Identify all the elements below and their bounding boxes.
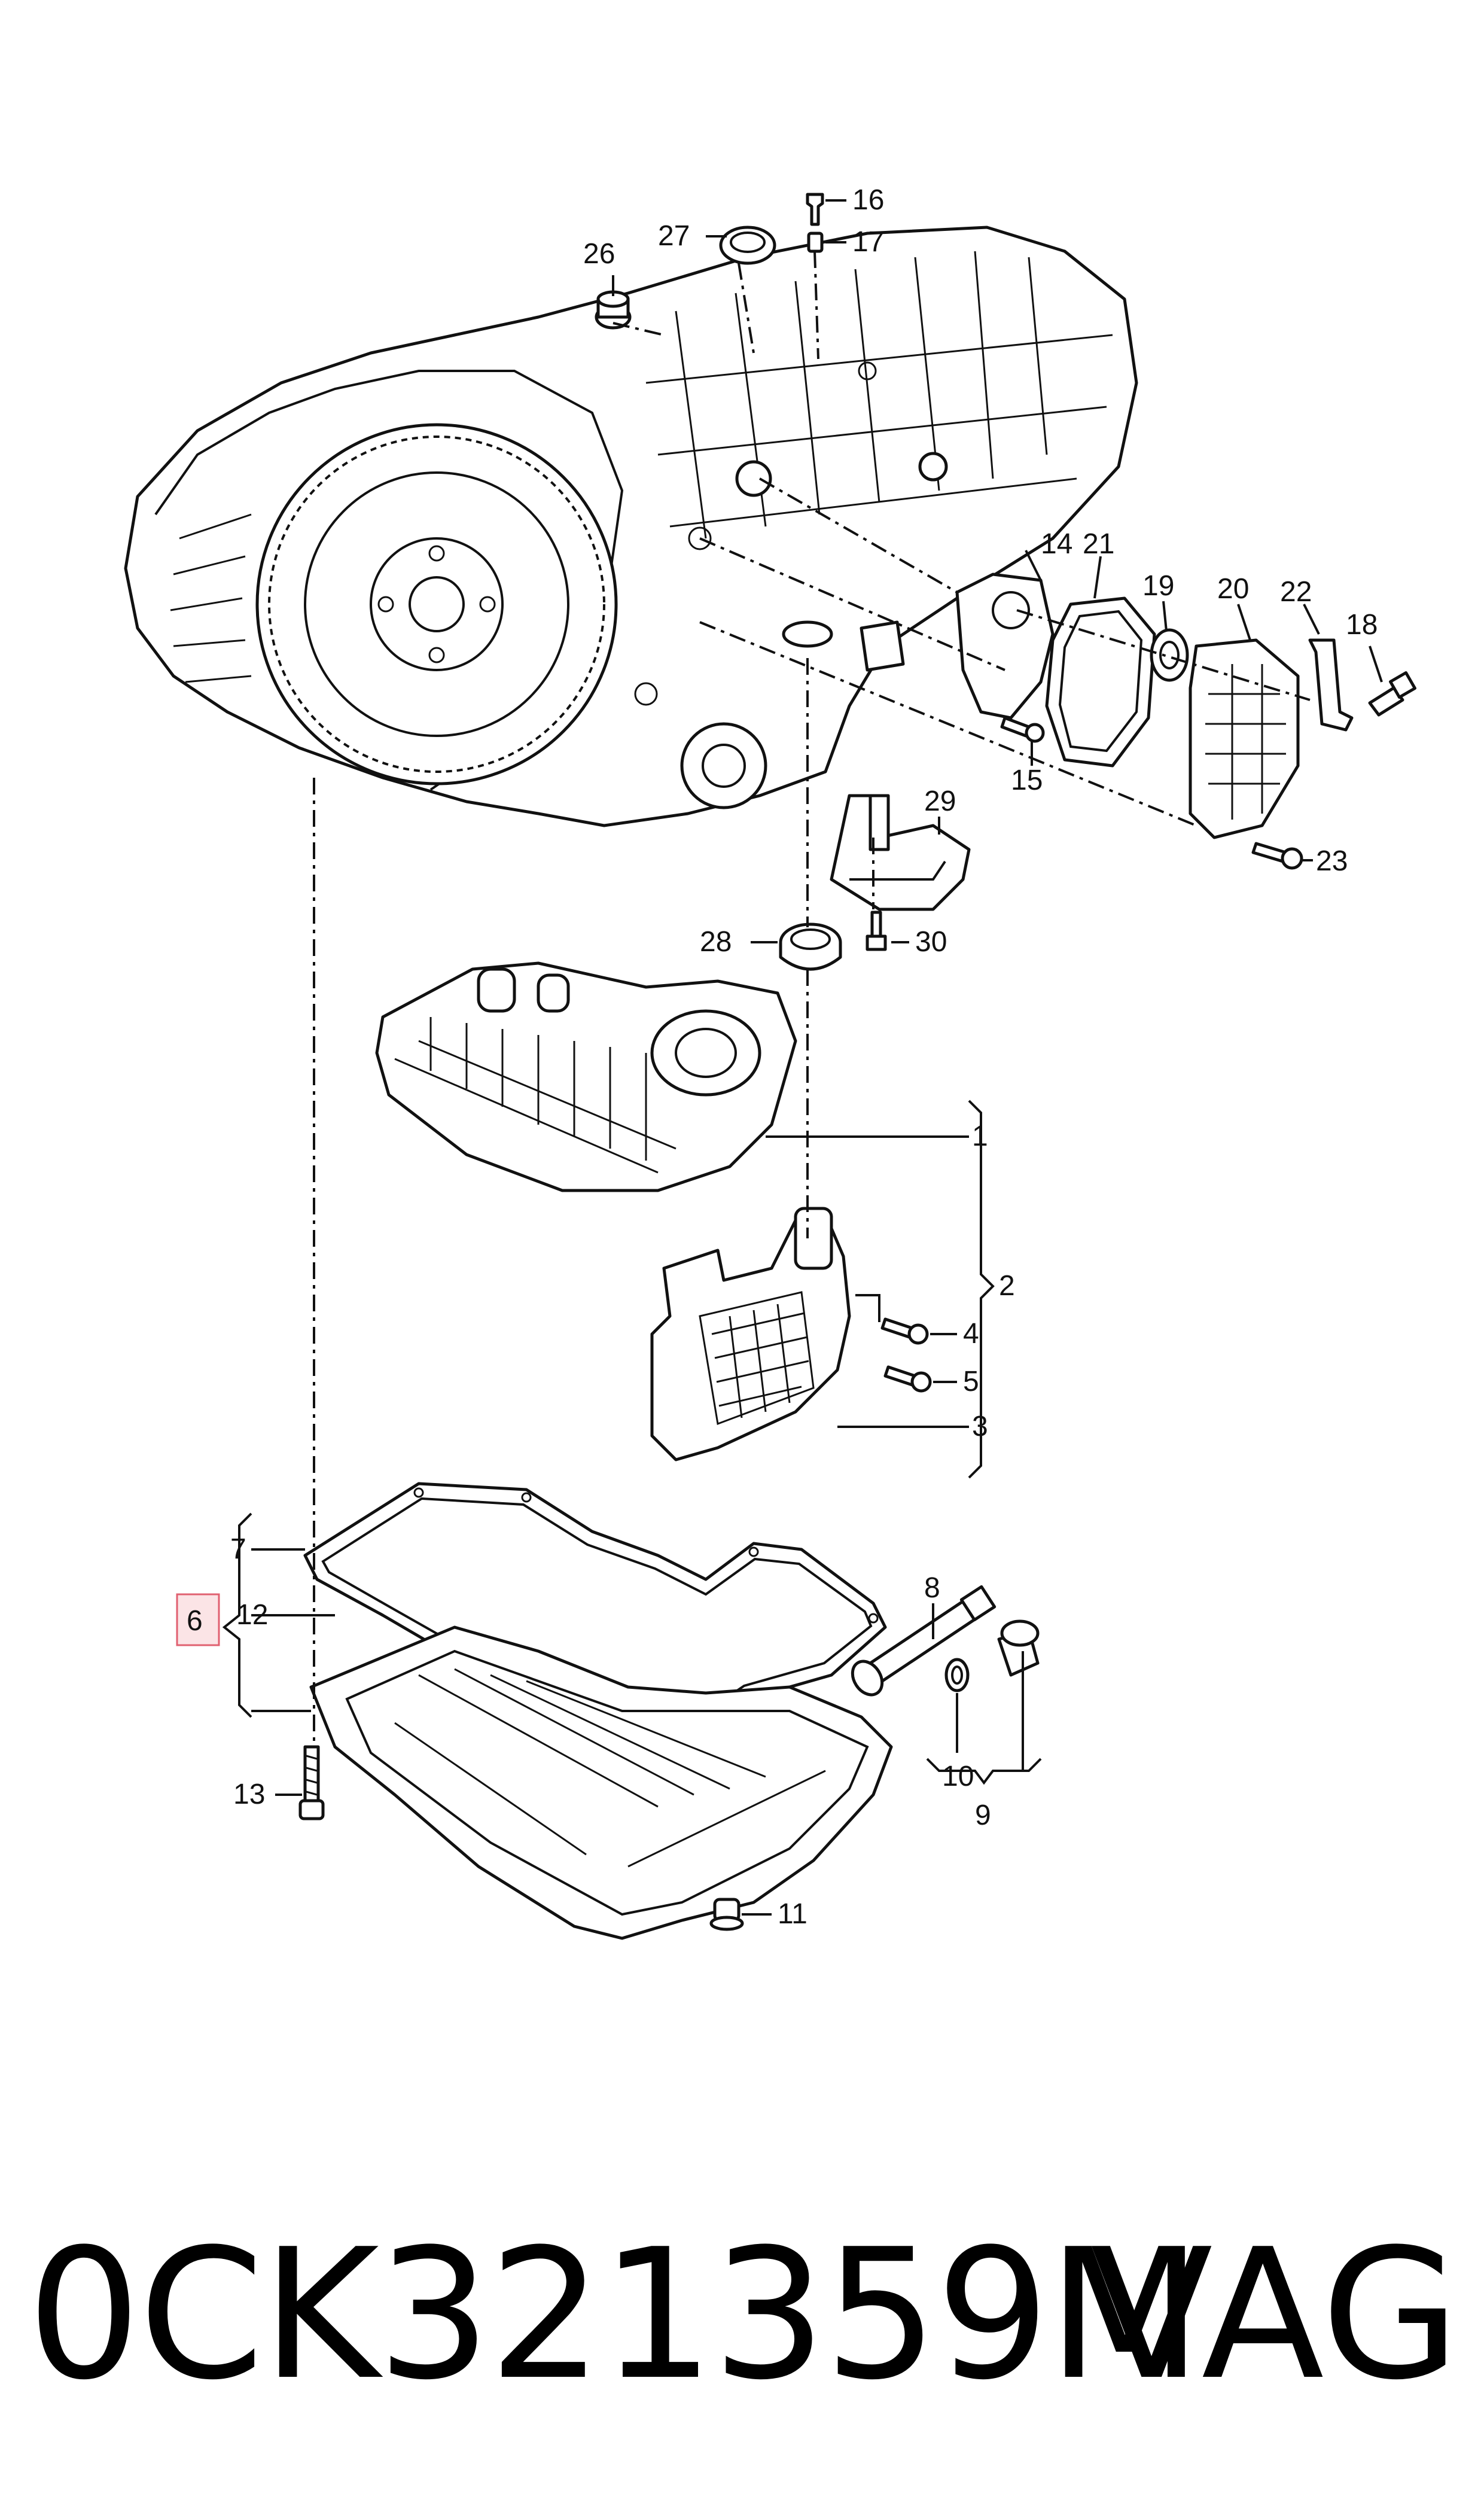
callout-4: 4 — [963, 1318, 979, 1350]
transmission-housing — [124, 226, 1138, 827]
mount-bracket-parts — [779, 794, 971, 971]
brand-label: VAG — [1090, 2211, 1460, 2419]
callout-17: 17 — [852, 226, 884, 258]
callout-11: 11 — [778, 1898, 807, 1930]
callout-27: 27 — [658, 220, 690, 252]
callout-10: 10 — [942, 1761, 974, 1792]
callout-13: 13 — [233, 1779, 265, 1810]
callout-2: 2 — [999, 1270, 1015, 1302]
callout-22: 22 — [1280, 576, 1312, 608]
callout-12: 12 — [236, 1599, 268, 1631]
callout-29: 29 — [924, 785, 956, 817]
callout-6: 6 — [187, 1605, 203, 1637]
assembly-guide-lines — [313, 251, 1311, 1747]
callout-3: 3 — [972, 1411, 988, 1442]
selector-cover-assembly — [955, 573, 1416, 870]
callout-28: 28 — [700, 926, 732, 958]
callout-8: 8 — [924, 1572, 940, 1604]
part-number: 0CK321359M — [27, 2211, 1202, 2419]
highlight-box — [176, 1593, 220, 1646]
callout-labels: 6 26 27 16 17 14 21 19 20 22 18 15 23 29… — [176, 184, 1378, 1930]
callout-7: 7 — [230, 1533, 246, 1565]
callout-30: 30 — [915, 926, 947, 958]
callout-18: 18 — [1346, 609, 1378, 641]
control-unit — [650, 1207, 932, 1462]
exploded-parts-diagram: 6 26 27 16 17 14 21 19 20 22 18 15 23 29… — [124, 184, 1416, 1940]
top-small-parts — [595, 193, 824, 330]
callout-20: 20 — [1217, 573, 1249, 605]
callout-26: 26 — [583, 238, 615, 270]
leader-lines — [222, 199, 1383, 1916]
callout-9: 9 — [975, 1800, 991, 1831]
callout-15: 15 — [1011, 765, 1043, 796]
pan-bolt — [298, 1745, 325, 1820]
callout-16: 16 — [852, 184, 884, 216]
callout-23: 23 — [1316, 845, 1348, 877]
callout-1: 1 — [972, 1121, 988, 1152]
callout-14: 14 — [1041, 528, 1072, 560]
valve-body — [375, 961, 797, 1192]
callout-21: 21 — [1083, 528, 1114, 560]
callout-5: 5 — [963, 1366, 979, 1397]
callout-19: 19 — [1142, 570, 1174, 602]
filler-parts — [851, 1585, 1040, 1697]
oil-pan — [309, 1625, 893, 1940]
